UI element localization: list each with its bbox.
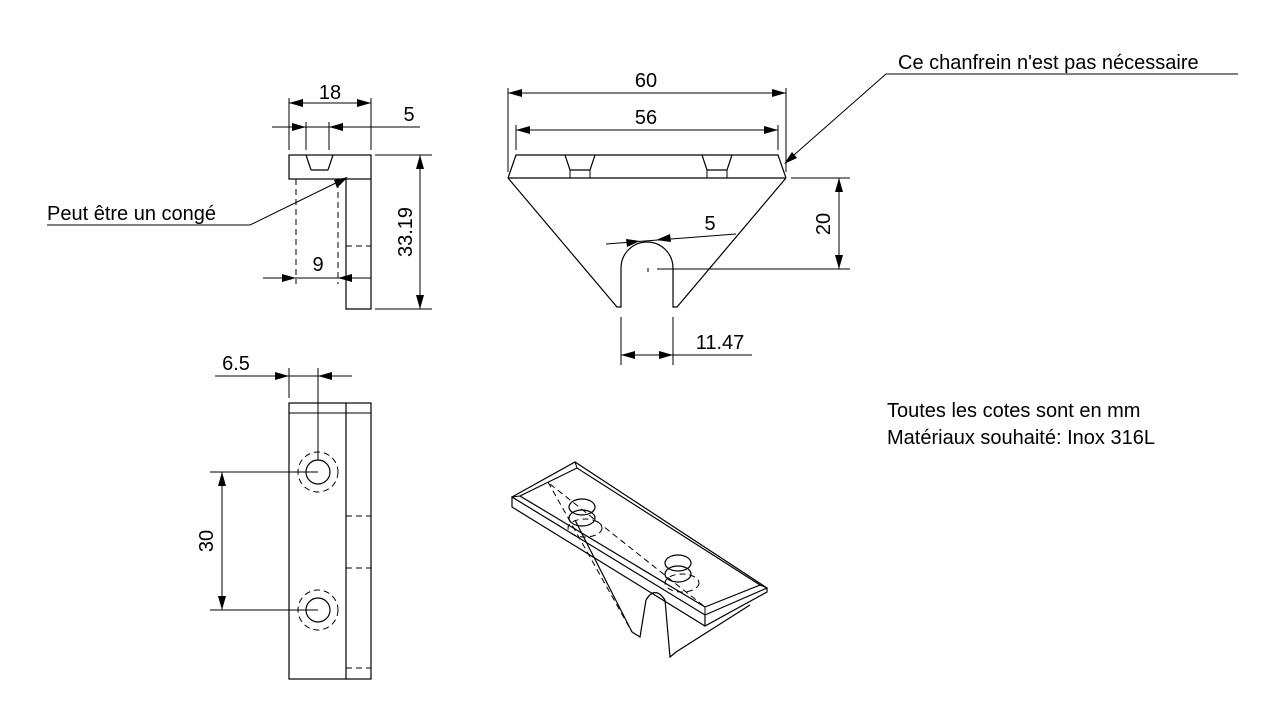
dim-front-inner-width: 56 — [635, 107, 657, 129]
dim-side-height: 33.19 — [395, 207, 417, 257]
fillet-note: Peut être un congé — [47, 203, 216, 225]
dim-front-outer-width: 60 — [635, 70, 657, 92]
isometric-view — [510, 461, 769, 659]
note-material: Matériaux souhaité: Inox 316L — [887, 427, 1155, 449]
dim-side-slot: 9 — [312, 254, 323, 276]
dim-side-width: 18 — [319, 82, 341, 104]
dim-front-height: 20 — [813, 213, 835, 235]
dim-notch-width: 11.47 — [696, 332, 745, 354]
dim-plan-edge: 6.5 — [222, 353, 250, 375]
dim-side-offset: 5 — [403, 104, 414, 126]
chamfer-note: Ce chanfrein n'est pas nécessaire — [898, 52, 1199, 74]
dim-notch-radius: 5 — [704, 213, 715, 235]
side-view — [47, 98, 432, 310]
plan-view — [210, 368, 372, 680]
front-view — [507, 73, 1238, 365]
dim-plan-spacing: 30 — [196, 530, 218, 552]
note-units: Toutes les cotes sont en mm — [887, 400, 1140, 422]
